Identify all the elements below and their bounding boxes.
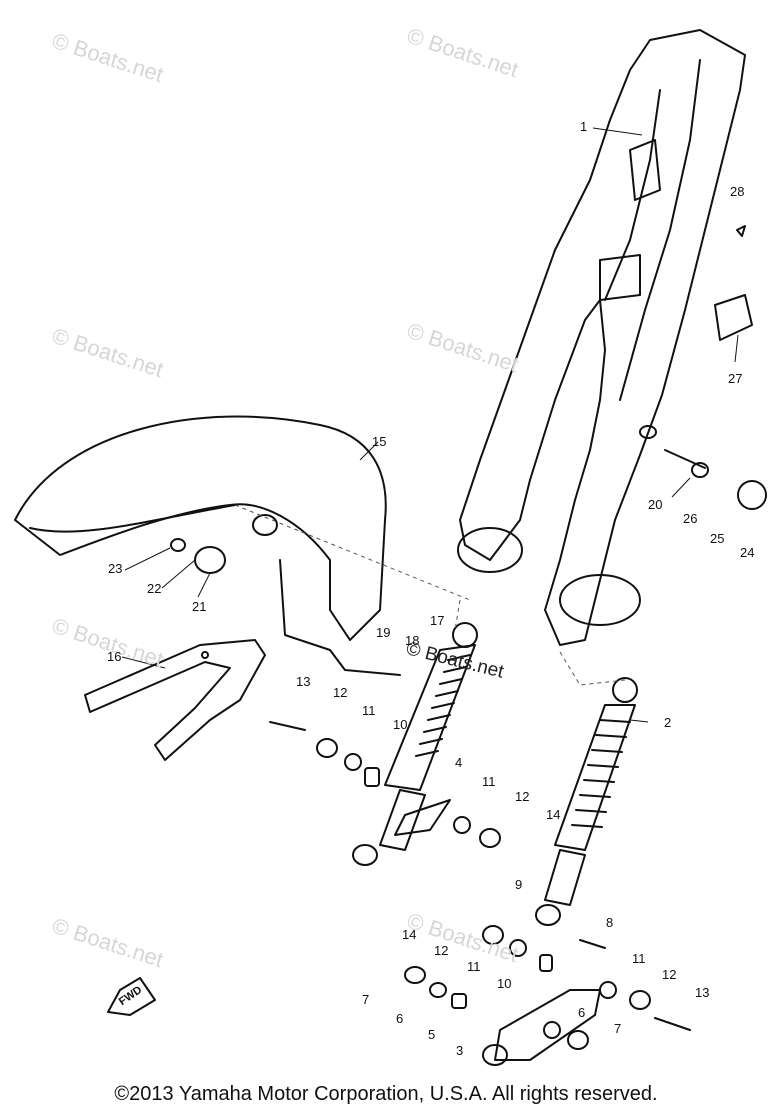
callout-25: 25 <box>710 531 725 546</box>
callout-12: 12 <box>333 685 348 700</box>
callout-10: 10 <box>497 976 512 991</box>
leader-lines <box>121 127 739 723</box>
callout-12: 12 <box>662 967 677 982</box>
callout-12: 12 <box>434 943 449 958</box>
callout-11: 11 <box>467 959 481 974</box>
callout-21: 21 <box>192 599 207 614</box>
callout-8: 8 <box>606 915 614 930</box>
shock-absorber-left <box>352 622 478 866</box>
fwd-arrow <box>107 977 156 1016</box>
fender-stay <box>84 639 266 761</box>
callout-26: 26 <box>683 511 698 526</box>
callout-11: 11 <box>362 703 376 718</box>
callout-18: 18 <box>405 633 420 648</box>
rear-fender <box>14 415 401 676</box>
copyright-notice: ©2013 Yamaha Motor Corporation, U.S.A. A… <box>114 1083 658 1105</box>
callout-23: 23 <box>108 561 123 576</box>
callout-24: 24 <box>740 545 755 560</box>
callout-28: 28 <box>730 184 745 199</box>
callout-19: 19 <box>376 625 391 640</box>
callout-6: 6 <box>396 1011 404 1026</box>
callout-7: 7 <box>362 992 370 1007</box>
callout-13: 13 <box>695 985 710 1000</box>
callout-4: 4 <box>455 755 463 770</box>
callout-11: 11 <box>482 774 496 789</box>
hardware <box>170 225 767 1050</box>
callout-9: 9 <box>515 877 523 892</box>
callout-27: 27 <box>728 371 743 386</box>
callout-1: 1 <box>580 119 588 134</box>
callout-12: 12 <box>515 789 530 804</box>
shock-absorber-right <box>535 677 638 926</box>
callout-3: 3 <box>456 1043 464 1058</box>
callout-2: 2 <box>664 715 672 730</box>
callout-6: 6 <box>578 1005 586 1020</box>
callout-17: 17 <box>430 613 445 628</box>
callout-20: 20 <box>648 497 663 512</box>
callout-10: 10 <box>393 717 408 732</box>
callout-7: 7 <box>614 1021 622 1036</box>
callout-5: 5 <box>428 1027 436 1042</box>
callout-22: 22 <box>147 581 162 596</box>
lower-linkage <box>394 799 601 1066</box>
callout-11: 11 <box>632 951 646 966</box>
guide-lines <box>234 504 626 686</box>
swing-arm-frame <box>457 29 746 646</box>
callout-14: 14 <box>402 927 417 942</box>
callout-13: 13 <box>296 674 311 689</box>
callout-15: 15 <box>372 434 387 449</box>
callout-14: 14 <box>546 807 561 822</box>
callout-16: 16 <box>107 649 122 664</box>
